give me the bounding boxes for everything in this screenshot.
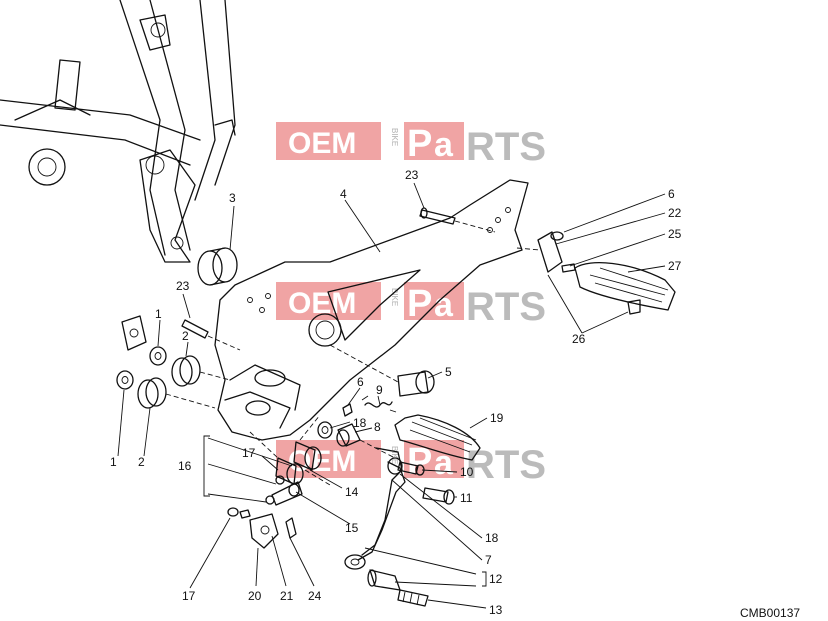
- svg-text:a: a: [434, 126, 454, 164]
- part-5-bolt: [397, 370, 435, 397]
- linkage-parts: [227, 414, 331, 549]
- svg-text:RTS: RTS: [466, 285, 546, 329]
- callout-19: 19: [490, 411, 504, 425]
- callout-4: 4: [340, 187, 347, 201]
- callout-25: 25: [668, 227, 682, 241]
- parts-1-2-left: [116, 315, 231, 409]
- callout-1-lower: 1: [110, 455, 117, 469]
- svg-text:OEM: OEM: [288, 127, 356, 160]
- callout-14: 14: [345, 485, 359, 499]
- svg-text:BIKE: BIKE: [390, 288, 399, 306]
- callout-labels: 3 4 23 23 1 2 1 2 6 22 25 27 26 5 6 9 18…: [110, 168, 682, 617]
- callout-11: 11: [460, 491, 473, 505]
- svg-text:RTS: RTS: [466, 443, 546, 487]
- callout-1-upper: 1: [155, 307, 162, 321]
- svg-text:BIKE: BIKE: [390, 128, 399, 146]
- part-4-bracket: [214, 179, 529, 441]
- frame-section: [0, 0, 236, 263]
- svg-text:P: P: [407, 441, 432, 483]
- callout-26: 26: [572, 332, 586, 346]
- svg-text:BIKE: BIKE: [390, 446, 399, 464]
- part-19-footpeg: [394, 414, 481, 461]
- svg-text:OEM: OEM: [288, 445, 356, 478]
- callout-5: 5: [445, 365, 452, 379]
- assembly-axes: [249, 344, 399, 459]
- callout-10: 10: [460, 465, 474, 479]
- watermark-bottom: OEM BIKE P a RTS: [276, 440, 546, 487]
- callout-8: 8: [374, 420, 381, 434]
- callout-24: 24: [308, 589, 322, 603]
- watermark-top: OEM BIKE P a RTS: [276, 122, 546, 169]
- callout-3: 3: [229, 191, 236, 205]
- svg-text:a: a: [434, 286, 454, 324]
- svg-text:P: P: [407, 283, 432, 325]
- callout-6-upper: 6: [668, 187, 675, 201]
- callout-18-lower: 18: [485, 531, 499, 545]
- callout-17-lower: 17: [182, 589, 196, 603]
- callout-15: 15: [345, 521, 359, 535]
- drawing-code: CMB00137: [740, 606, 800, 620]
- callout-22: 22: [668, 206, 682, 220]
- callout-13: 13: [489, 603, 503, 617]
- part-23-pin-lower: [181, 319, 241, 351]
- callout-21: 21: [280, 589, 294, 603]
- callout-17-upper: 17: [242, 446, 256, 460]
- part-12-pedal-tip: [367, 569, 429, 607]
- callout-7: 7: [485, 553, 492, 567]
- callout-12: 12: [489, 572, 503, 586]
- callout-2-lower: 2: [138, 455, 145, 469]
- callout-6-lower: 6: [357, 375, 364, 389]
- callout-23-upper: 23: [405, 168, 419, 182]
- svg-text:P: P: [407, 123, 432, 165]
- callout-2-upper: 2: [182, 329, 189, 343]
- callout-16: 16: [178, 459, 192, 473]
- callout-18-upper: 18: [353, 416, 367, 430]
- leader-lines: [117, 182, 666, 609]
- svg-text:a: a: [434, 444, 454, 482]
- callout-20: 20: [248, 589, 262, 603]
- rider-footpeg-assembly: [516, 231, 676, 315]
- part-3-bushing: [197, 247, 238, 286]
- callout-27: 27: [668, 259, 682, 273]
- part-23-pin-upper: [419, 207, 496, 233]
- svg-text:RTS: RTS: [466, 125, 546, 169]
- callout-9: 9: [376, 383, 383, 397]
- watermark-middle: OEM BIKE P a RTS: [276, 282, 546, 329]
- svg-text:OEM: OEM: [288, 287, 356, 320]
- callout-23-lower: 23: [176, 279, 190, 293]
